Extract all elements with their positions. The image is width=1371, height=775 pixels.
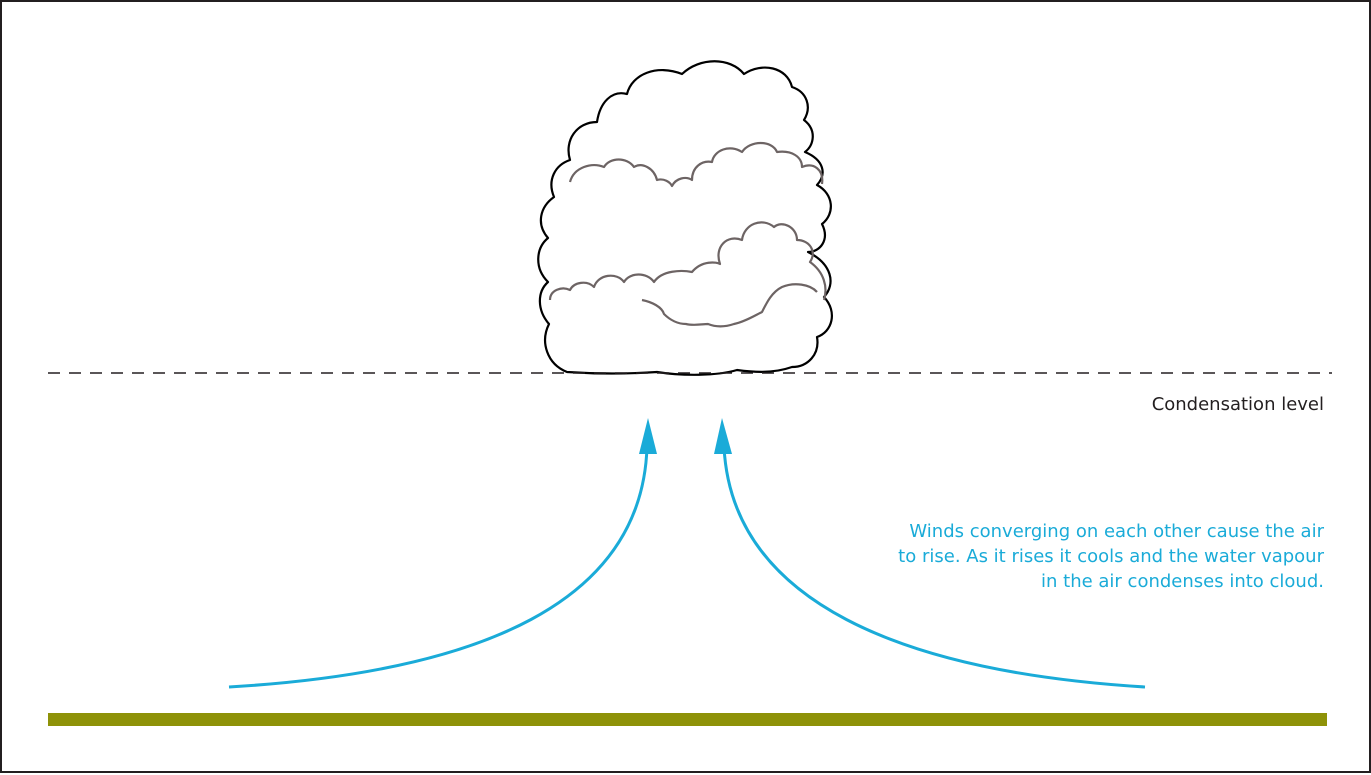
right-rising-arrow-icon bbox=[714, 418, 1146, 689]
caption-line-3: in the air condenses into cloud. bbox=[1041, 571, 1324, 592]
cloud-inner-fold-bottom bbox=[641, 283, 818, 328]
cloud-inner-fold-upper bbox=[568, 141, 824, 188]
cloud-outline bbox=[537, 60, 833, 376]
convergence-caption: Winds converging on each other cause the… bbox=[784, 519, 1324, 594]
condensation-level-label: Condensation level bbox=[1151, 394, 1324, 415]
cumulus-cloud-icon bbox=[537, 60, 833, 376]
left-rising-arrow-icon bbox=[228, 418, 657, 689]
caption-line-2: to rise. As it rises it cools and the wa… bbox=[898, 546, 1324, 567]
cloud-inner-fold-lower bbox=[548, 221, 827, 301]
ground-bar bbox=[48, 713, 1327, 726]
caption-line-1: Winds converging on each other cause the… bbox=[909, 521, 1324, 542]
